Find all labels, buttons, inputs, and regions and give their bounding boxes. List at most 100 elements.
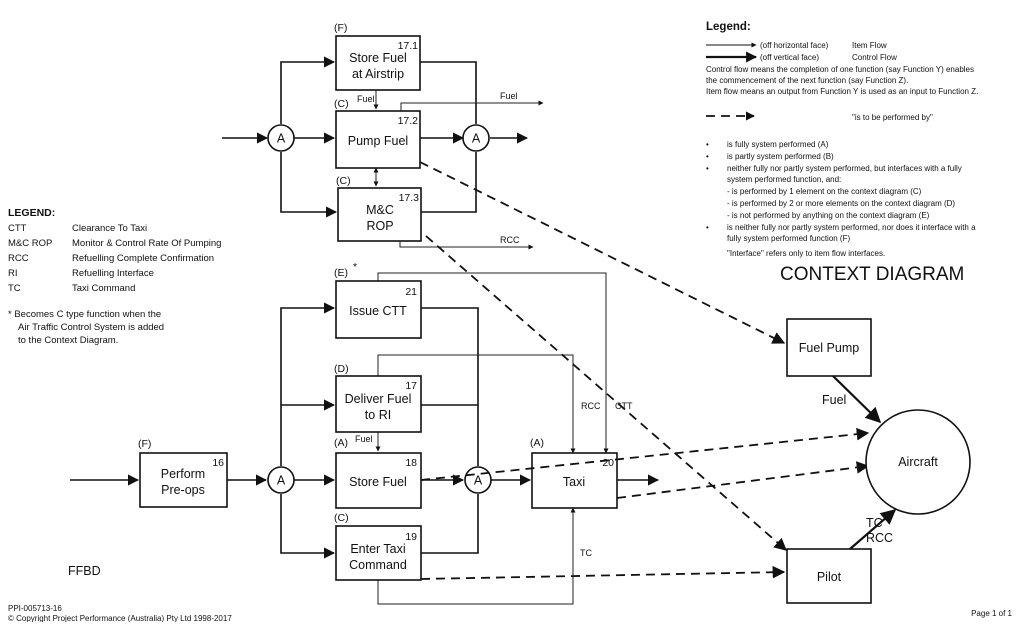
function-title: at Airstrip (352, 67, 404, 81)
flow-label-tc: TC (580, 548, 592, 558)
flow-line (420, 61, 477, 124)
function-number: 17.1 (398, 40, 419, 52)
flow-line (280, 56, 336, 124)
bullet-text: - is performed by 1 element on the conte… (727, 187, 922, 196)
function-number: 17.2 (398, 115, 419, 127)
performed-by-label: "is to be performed by" (852, 113, 933, 122)
context-rcc-label: RCC (866, 531, 893, 545)
function-title: Issue CTT (349, 304, 407, 318)
page-number: Page 1 of 1 (971, 609, 1012, 618)
aircraft-label: Aircraft (898, 455, 938, 469)
function-title: Taxi (563, 475, 585, 489)
item-flow-line-rcc (377, 354, 576, 454)
legend-abbr: M&C ROP (8, 238, 52, 249)
performed-by-arrow (420, 427, 870, 481)
function-type: (E) (334, 267, 348, 279)
pilot-element (786, 548, 872, 604)
fuel-pump-label: Fuel Pump (799, 341, 859, 355)
function-box-17-1 (335, 35, 421, 91)
upper-ffbd: A A (F) 17.1 Store Fuel at Airstrip (C) … (222, 22, 544, 250)
flow-label-fuel: Fuel (500, 91, 518, 101)
lower-ffbd: A A (F) 16 Perform Pre-ops (E) * 21 Issu… (68, 261, 660, 605)
legend-text: Taxi Command (72, 283, 135, 294)
and-gate-label: A (474, 474, 483, 488)
and-gate (267, 466, 295, 494)
context-diagram-title: CONTEXT DIAGRAM (780, 264, 964, 285)
legend-abbr: RCC (8, 253, 29, 264)
and-gate-label: A (472, 132, 481, 146)
function-title: Command (349, 558, 407, 572)
legend-abbr: TC (8, 283, 21, 294)
and-gate-label: A (277, 474, 286, 488)
flow-line (280, 152, 338, 218)
function-number: 18 (405, 457, 417, 469)
interface-note: "Interface" refers only to item flow int… (727, 249, 885, 258)
pilot-label: Pilot (817, 570, 842, 584)
function-box-17-3 (337, 187, 422, 242)
function-number: 16 (212, 457, 224, 469)
context-fuel-label: Fuel (822, 393, 846, 407)
fuel-pump-element (786, 318, 872, 377)
legend-text: Clearance To Taxi (72, 223, 147, 234)
function-box-19 (335, 525, 422, 581)
function-type: (C) (334, 512, 349, 524)
function-number: 17 (405, 380, 417, 392)
item-flow-line-tc (377, 507, 576, 605)
flow-line (421, 152, 477, 213)
performed-by-arrow (420, 565, 786, 580)
footer: PPI-005713-16 © Copyright Project Perfor… (8, 604, 1013, 623)
function-title: Store Fuel (349, 475, 407, 489)
legend-note: to the Context Diagram. (18, 335, 118, 346)
function-box-21 (335, 280, 422, 339)
function-box-16 (139, 452, 228, 508)
performed-by-arrow (616, 461, 870, 499)
item-flow-definition: Item flow means an output from Function … (706, 87, 978, 96)
function-number: 20 (602, 457, 614, 469)
performed-by-arrow (419, 161, 786, 344)
left-legend-heading: LEGEND: (8, 207, 55, 219)
function-type: (F) (334, 22, 347, 34)
flow-line (280, 302, 336, 466)
flow-label-fuel: Fuel (355, 434, 373, 444)
legend-text: Monitor & Control Rate Of Pumping (72, 238, 221, 249)
left-legend: LEGEND: CTT Clearance To Taxi M&C ROP Mo… (8, 207, 221, 346)
flow-label-fuel: Fuel (357, 94, 375, 104)
bullet: • (706, 140, 709, 149)
legend-note: Air Traffic Control System is added (18, 322, 164, 333)
and-gate (462, 124, 490, 152)
bullet: • (706, 164, 709, 173)
function-title: Pump Fuel (348, 134, 408, 148)
function-box-18 (335, 452, 422, 509)
bullet-text: - is not performed by anything on the co… (727, 211, 930, 220)
control-flow-definition: the commencement of the next function (s… (706, 76, 908, 85)
function-number: 17.3 (399, 192, 420, 204)
function-note: * (353, 261, 357, 273)
item-flow-line (400, 100, 544, 111)
bullet-text: system performed function, and: (727, 175, 841, 184)
function-title: Perform (161, 467, 205, 481)
right-legend: Legend: (off horizontal face) Item Flow … (706, 21, 978, 258)
legend-note: * Becomes C type function when the (8, 309, 161, 320)
function-box-20 (531, 452, 618, 509)
legend-abbr: RI (8, 268, 18, 279)
function-box-17 (335, 375, 422, 433)
flow-label-rcc: RCC (500, 235, 520, 245)
function-title: Pre-ops (161, 483, 205, 497)
bullet: • (706, 223, 709, 232)
context-flow-tc-rcc (849, 508, 897, 550)
bullet-text: - is performed by 2 or more elements on … (727, 199, 955, 208)
copyright: © Copyright Project Performance (Austral… (8, 614, 232, 622)
function-title: Deliver Fuel (345, 392, 412, 406)
control-flow-definition: Control flow means the completion of one… (706, 65, 974, 74)
function-type: (A) (334, 437, 348, 449)
legend-text: Refuelling Complete Confirmation (72, 253, 214, 264)
function-title: Enter Taxi (350, 542, 405, 556)
bullet-text: is partly system performed (B) (727, 152, 834, 161)
function-number: 19 (405, 531, 417, 543)
item-flow-label: Item Flow (852, 41, 887, 50)
function-title: M&C (366, 203, 394, 217)
function-box-17-2 (335, 110, 421, 169)
legend-text: Refuelling Interface (72, 268, 154, 279)
